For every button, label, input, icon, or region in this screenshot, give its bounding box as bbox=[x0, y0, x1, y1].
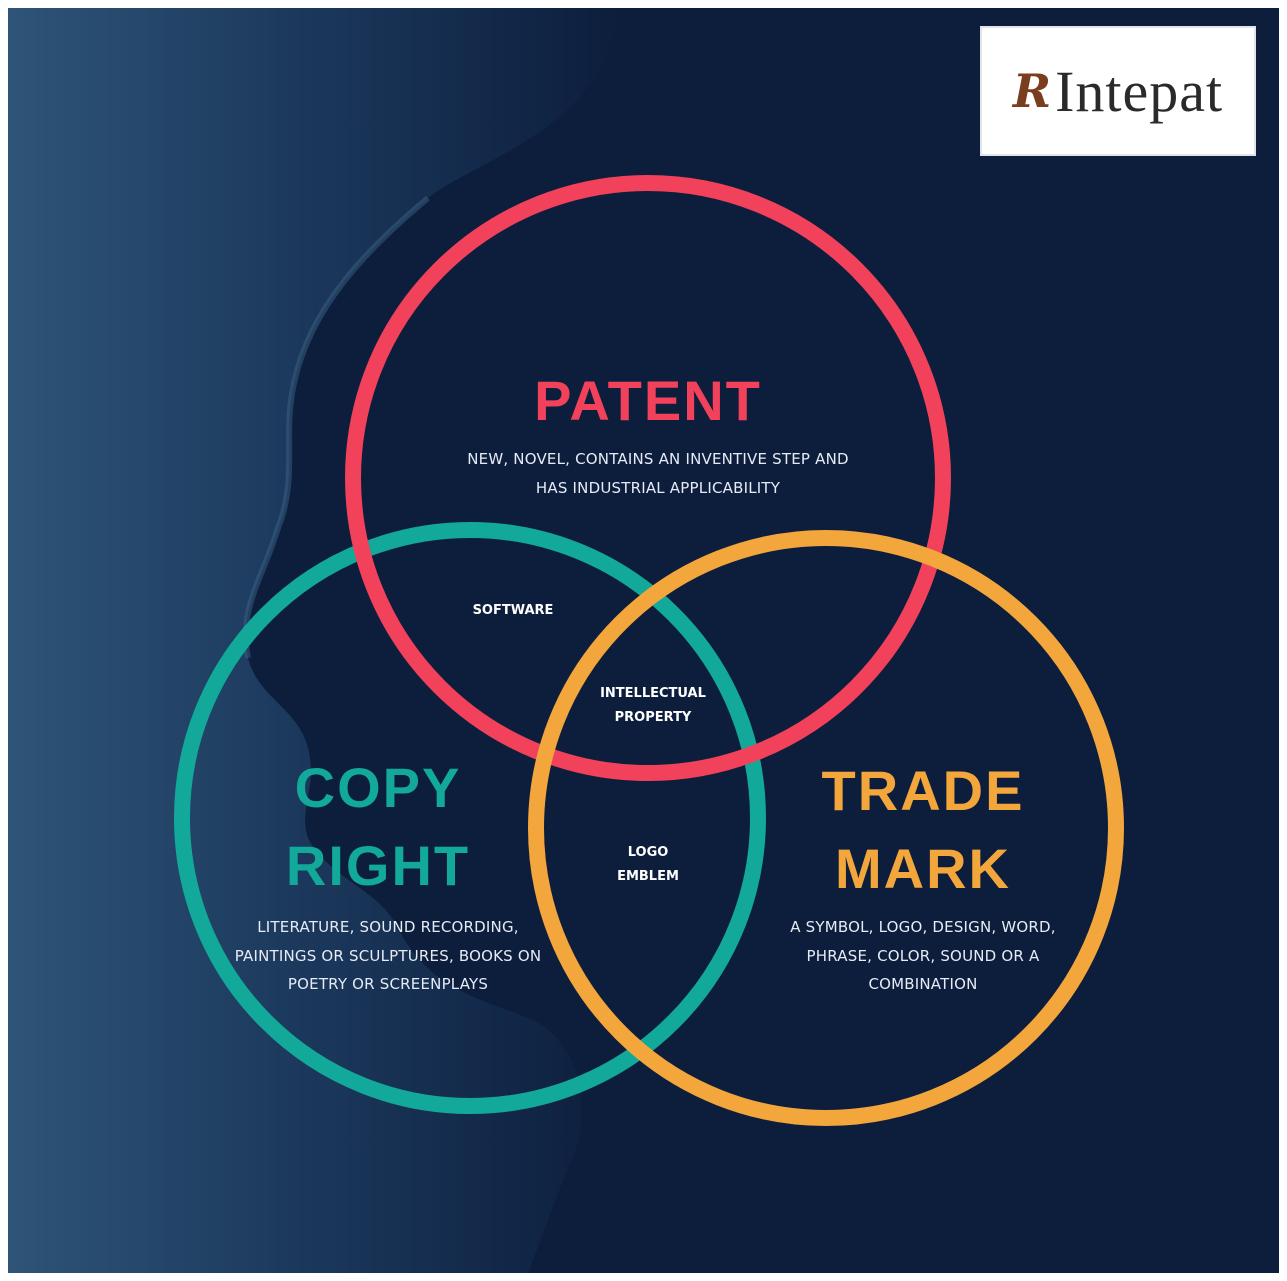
software-label: SOFTWARE bbox=[472, 603, 554, 618]
intellectual-property-line2: PROPERTY bbox=[614, 710, 692, 725]
trademark-circle bbox=[528, 530, 1124, 1126]
trademark-title-line2: MARK bbox=[835, 837, 1011, 900]
logo-emblem-line1: LOGO bbox=[627, 845, 669, 860]
copyright-title-line2: RIGHT bbox=[285, 834, 471, 897]
trademark-title-line1: TRADE bbox=[821, 759, 1025, 822]
patent-description: NEW, NOVEL, CONTAINS AN INVENTIVE STEP A… bbox=[467, 450, 849, 497]
intellectual-property-line1: INTELLECTUAL bbox=[600, 686, 706, 701]
copyright-circle bbox=[174, 522, 766, 1114]
intepat-logo: R Intepat bbox=[980, 26, 1256, 156]
logo-emblem-line2: EMBLEM bbox=[617, 869, 679, 884]
trademark-description: A SYMBOL, LOGO, DESIGN, WORD, PHRASE, CO… bbox=[790, 918, 1056, 993]
patent-title: PATENT bbox=[534, 369, 762, 432]
copyright-title-line1: COPY bbox=[294, 756, 462, 819]
copyright-description: LITERATURE, SOUND RECORDING, PAINTINGS O… bbox=[234, 918, 542, 993]
logo-mark: R bbox=[1012, 64, 1052, 118]
venn-diagram bbox=[174, 175, 1124, 1126]
infographic-canvas: R Intepat PATENT NEW, NOVEL, CONTAINS AN… bbox=[8, 8, 1279, 1273]
patent-circle bbox=[345, 175, 951, 781]
logo-text: Intepat bbox=[1055, 58, 1224, 124]
